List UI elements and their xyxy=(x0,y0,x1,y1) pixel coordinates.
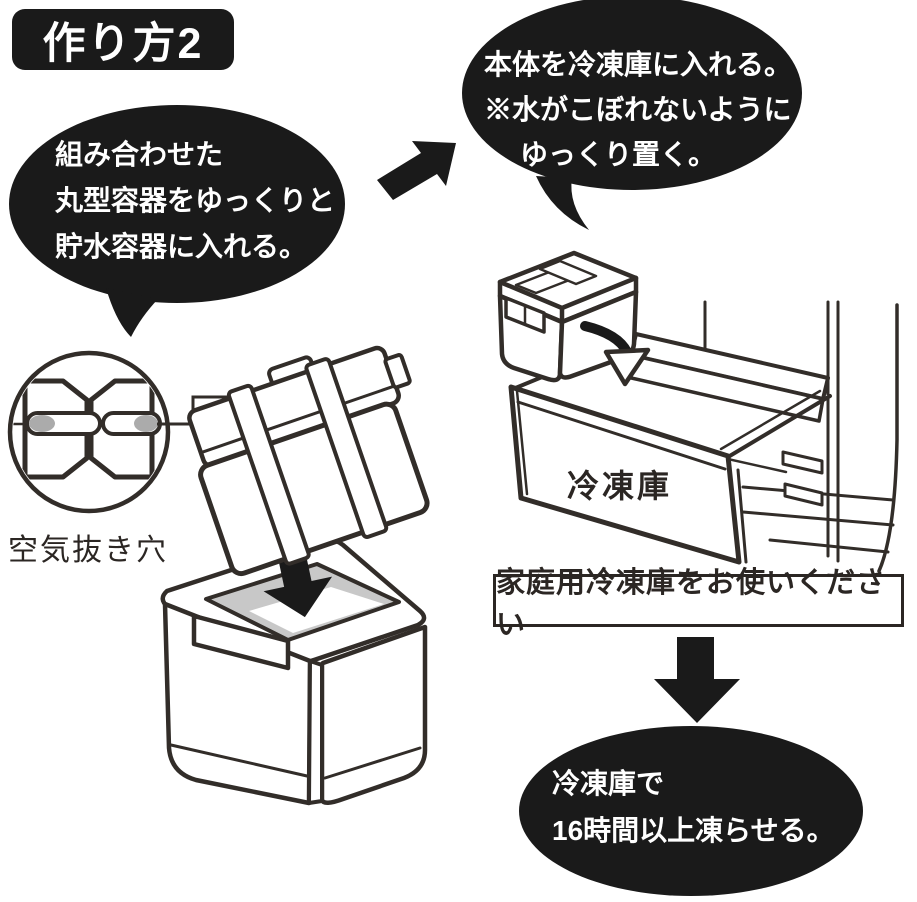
step-badge: 作り方2 xyxy=(12,9,234,70)
bubble-line: 冷凍庫で xyxy=(552,768,665,799)
speech-bubble-freezer-place xyxy=(462,0,802,230)
tank-handle xyxy=(191,613,291,671)
step-badge-label: 作り方2 xyxy=(42,19,204,68)
notice-text: 家庭用冷凍庫をお使いください xyxy=(496,566,887,641)
bubble-line: 貯水容器に入れる。 xyxy=(55,231,308,262)
arrow-up-right-icon xyxy=(377,141,456,200)
freezer-drawer-front xyxy=(508,384,742,565)
bubble-line: 組み合わせた xyxy=(55,139,224,170)
round-container-assembly-illustration xyxy=(187,345,430,577)
notice-box: 家庭用冷凍庫をお使いください xyxy=(493,567,904,641)
bubble-line: ゆっくり置く。 xyxy=(520,139,717,170)
bubble-freeze-time-text: 冷凍庫で 16時間以上凍らせる。 xyxy=(552,760,835,854)
speech-bubble-combine xyxy=(9,105,345,337)
air-hole-right xyxy=(134,415,158,432)
place-arrow-icon xyxy=(580,321,651,387)
air-vent-detail-circle xyxy=(7,350,171,514)
next-step-arrow-icon xyxy=(654,637,740,723)
air-hole-left xyxy=(29,415,55,432)
bubble-line: 16時間以上凍らせる。 xyxy=(552,815,835,846)
bubble-freezer-place-text: 本体を冷凍庫に入れる。 ※水がこぼれないように ゆっくり置く。 xyxy=(484,42,792,177)
speech-bubble-freeze-time xyxy=(519,726,863,896)
air-vent-label: 空気抜き穴 xyxy=(8,534,168,567)
bubble-line: ※水がこぼれないように xyxy=(484,94,792,125)
bubble-combine-text: 組み合わせた 丸型容器をゆっくりと 貯水容器に入れる。 xyxy=(55,132,335,270)
bubble-line: 本体を冷凍庫に入れる。 xyxy=(484,49,793,80)
hanging-hook xyxy=(383,353,412,390)
freezer-drawer-label: 冷凍庫 xyxy=(567,468,673,504)
bubble-line: 丸型容器をゆっくりと xyxy=(55,185,336,216)
